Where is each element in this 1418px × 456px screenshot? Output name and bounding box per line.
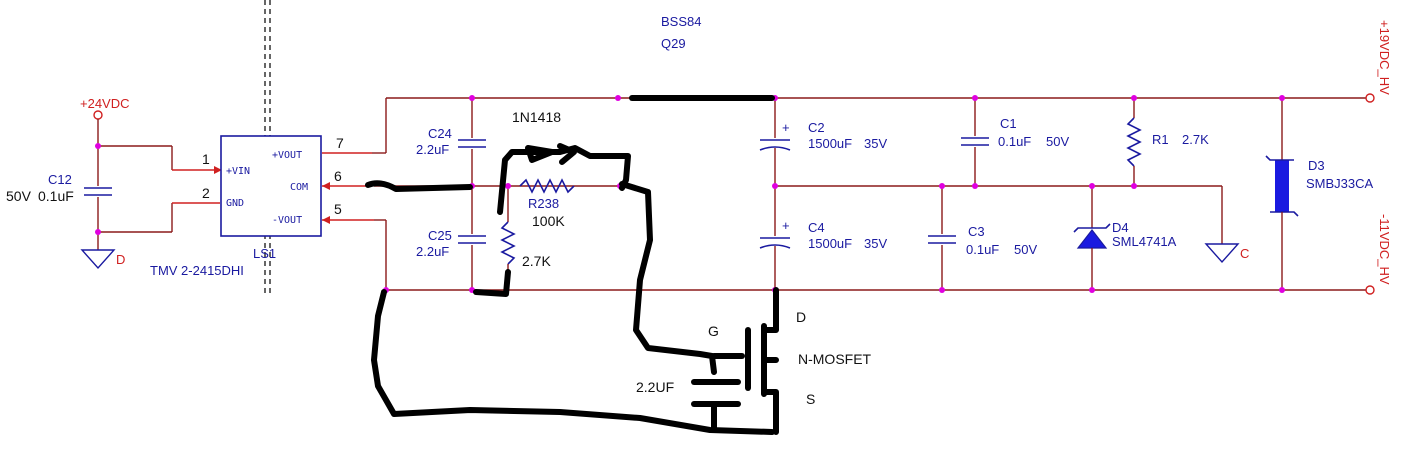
mosfet-drain-label: D	[796, 309, 806, 325]
ls1-pin-vin: +VIN	[226, 166, 250, 177]
ls1-outputs: 7 6 5	[322, 98, 387, 290]
mosfet-gate-label: G	[708, 323, 719, 339]
r238-value: 100K	[532, 213, 565, 229]
c2-c4-bulk-caps: + + C2 1500uF 35V C4 1500uF 35V	[759, 95, 887, 293]
pin7-num: 7	[336, 135, 344, 151]
r1-d4-network: R1 2.7K D4 SML4741A C	[1073, 95, 1249, 293]
r238-ref: R238	[528, 196, 559, 211]
mosfet-source-label: S	[806, 391, 815, 407]
gnd-d-label: D	[116, 252, 125, 267]
ls1-converter: +VIN GND +VOUT COM -VOUT LS1 TMV 2-2415D…	[150, 135, 322, 278]
c1-c3-caps: C1 0.1uF 50V C3 0.1uF 50V	[928, 95, 1069, 293]
c12-value: 0.1uF	[38, 188, 74, 204]
d3-part: SMBJ33CA	[1306, 176, 1374, 191]
c2-ref: C2	[808, 120, 825, 135]
c3-value: 0.1uF	[966, 242, 999, 257]
c4-value: 1500uF	[808, 236, 852, 251]
ls1-pin-gnd: GND	[226, 198, 244, 209]
vin-label: +24VDC	[80, 96, 130, 111]
d3-ref: D3	[1308, 158, 1325, 173]
c1-value: 0.1uF	[998, 134, 1031, 149]
gnd-c-label: C	[1240, 246, 1249, 261]
c1-ref: C1	[1000, 116, 1017, 131]
vin-supply: +24VDC D C12 50V 0.1uF 1 2	[6, 96, 222, 270]
c24-value: 2.2uF	[416, 142, 449, 157]
c3-ref: C3	[968, 224, 985, 239]
ls1-pin-nvout: -VOUT	[272, 215, 302, 226]
c24-c25-network: C24 2.2uF C25 2.2uF 2.7K R238 100K 1N141…	[416, 95, 623, 293]
c12-ref: C12	[48, 172, 72, 187]
q29-part-label: BSS84	[661, 14, 701, 29]
c2-value: 1500uF	[808, 136, 852, 151]
ls1-ref: LS1	[253, 246, 276, 261]
c3-volt: 50V	[1014, 242, 1037, 257]
ls1-pin-com: COM	[290, 182, 308, 193]
c4-ref: C4	[808, 220, 825, 235]
c25-ref: C25	[428, 228, 452, 243]
d4-part: SML4741A	[1112, 234, 1177, 249]
c2-volt: 35V	[864, 136, 887, 151]
c4-plus: +	[782, 218, 790, 233]
c1-volt: 50V	[1046, 134, 1069, 149]
gate-cap-label: 2.2UF	[636, 379, 674, 395]
pin5-num: 5	[334, 201, 342, 217]
vout-neg-label: -11VDC_HV	[1377, 214, 1392, 285]
pin1-num: 1	[202, 151, 210, 167]
r1-ref: R1	[1152, 132, 1169, 147]
c12-volt: 50V	[6, 188, 32, 204]
vout-pos-label: +19VDC_HV	[1377, 20, 1392, 95]
d3-tvs: D3 SMBJ33CA	[383, 95, 1374, 293]
c24-ref: C24	[428, 126, 452, 141]
r1-value: 2.7K	[1182, 132, 1209, 147]
c25-value: 2.2uF	[416, 244, 449, 259]
d4-ref: D4	[1112, 220, 1129, 235]
pin2-num: 2	[202, 185, 210, 201]
c4-volt: 35V	[864, 236, 887, 251]
q29-ref-label: Q29	[661, 36, 686, 51]
diode-1n-label: 1N1418	[512, 109, 561, 125]
c2-plus: +	[782, 120, 790, 135]
ls1-pin-vout: +VOUT	[272, 150, 302, 161]
pin6-num: 6	[334, 168, 342, 184]
handdrawn-edits: N-MOSFET D G S 2.2UF	[365, 95, 872, 435]
mosfet-label: N-MOSFET	[798, 351, 872, 367]
r-small-value: 2.7K	[522, 253, 551, 269]
ls1-part: TMV 2-2415DHI	[150, 263, 244, 278]
